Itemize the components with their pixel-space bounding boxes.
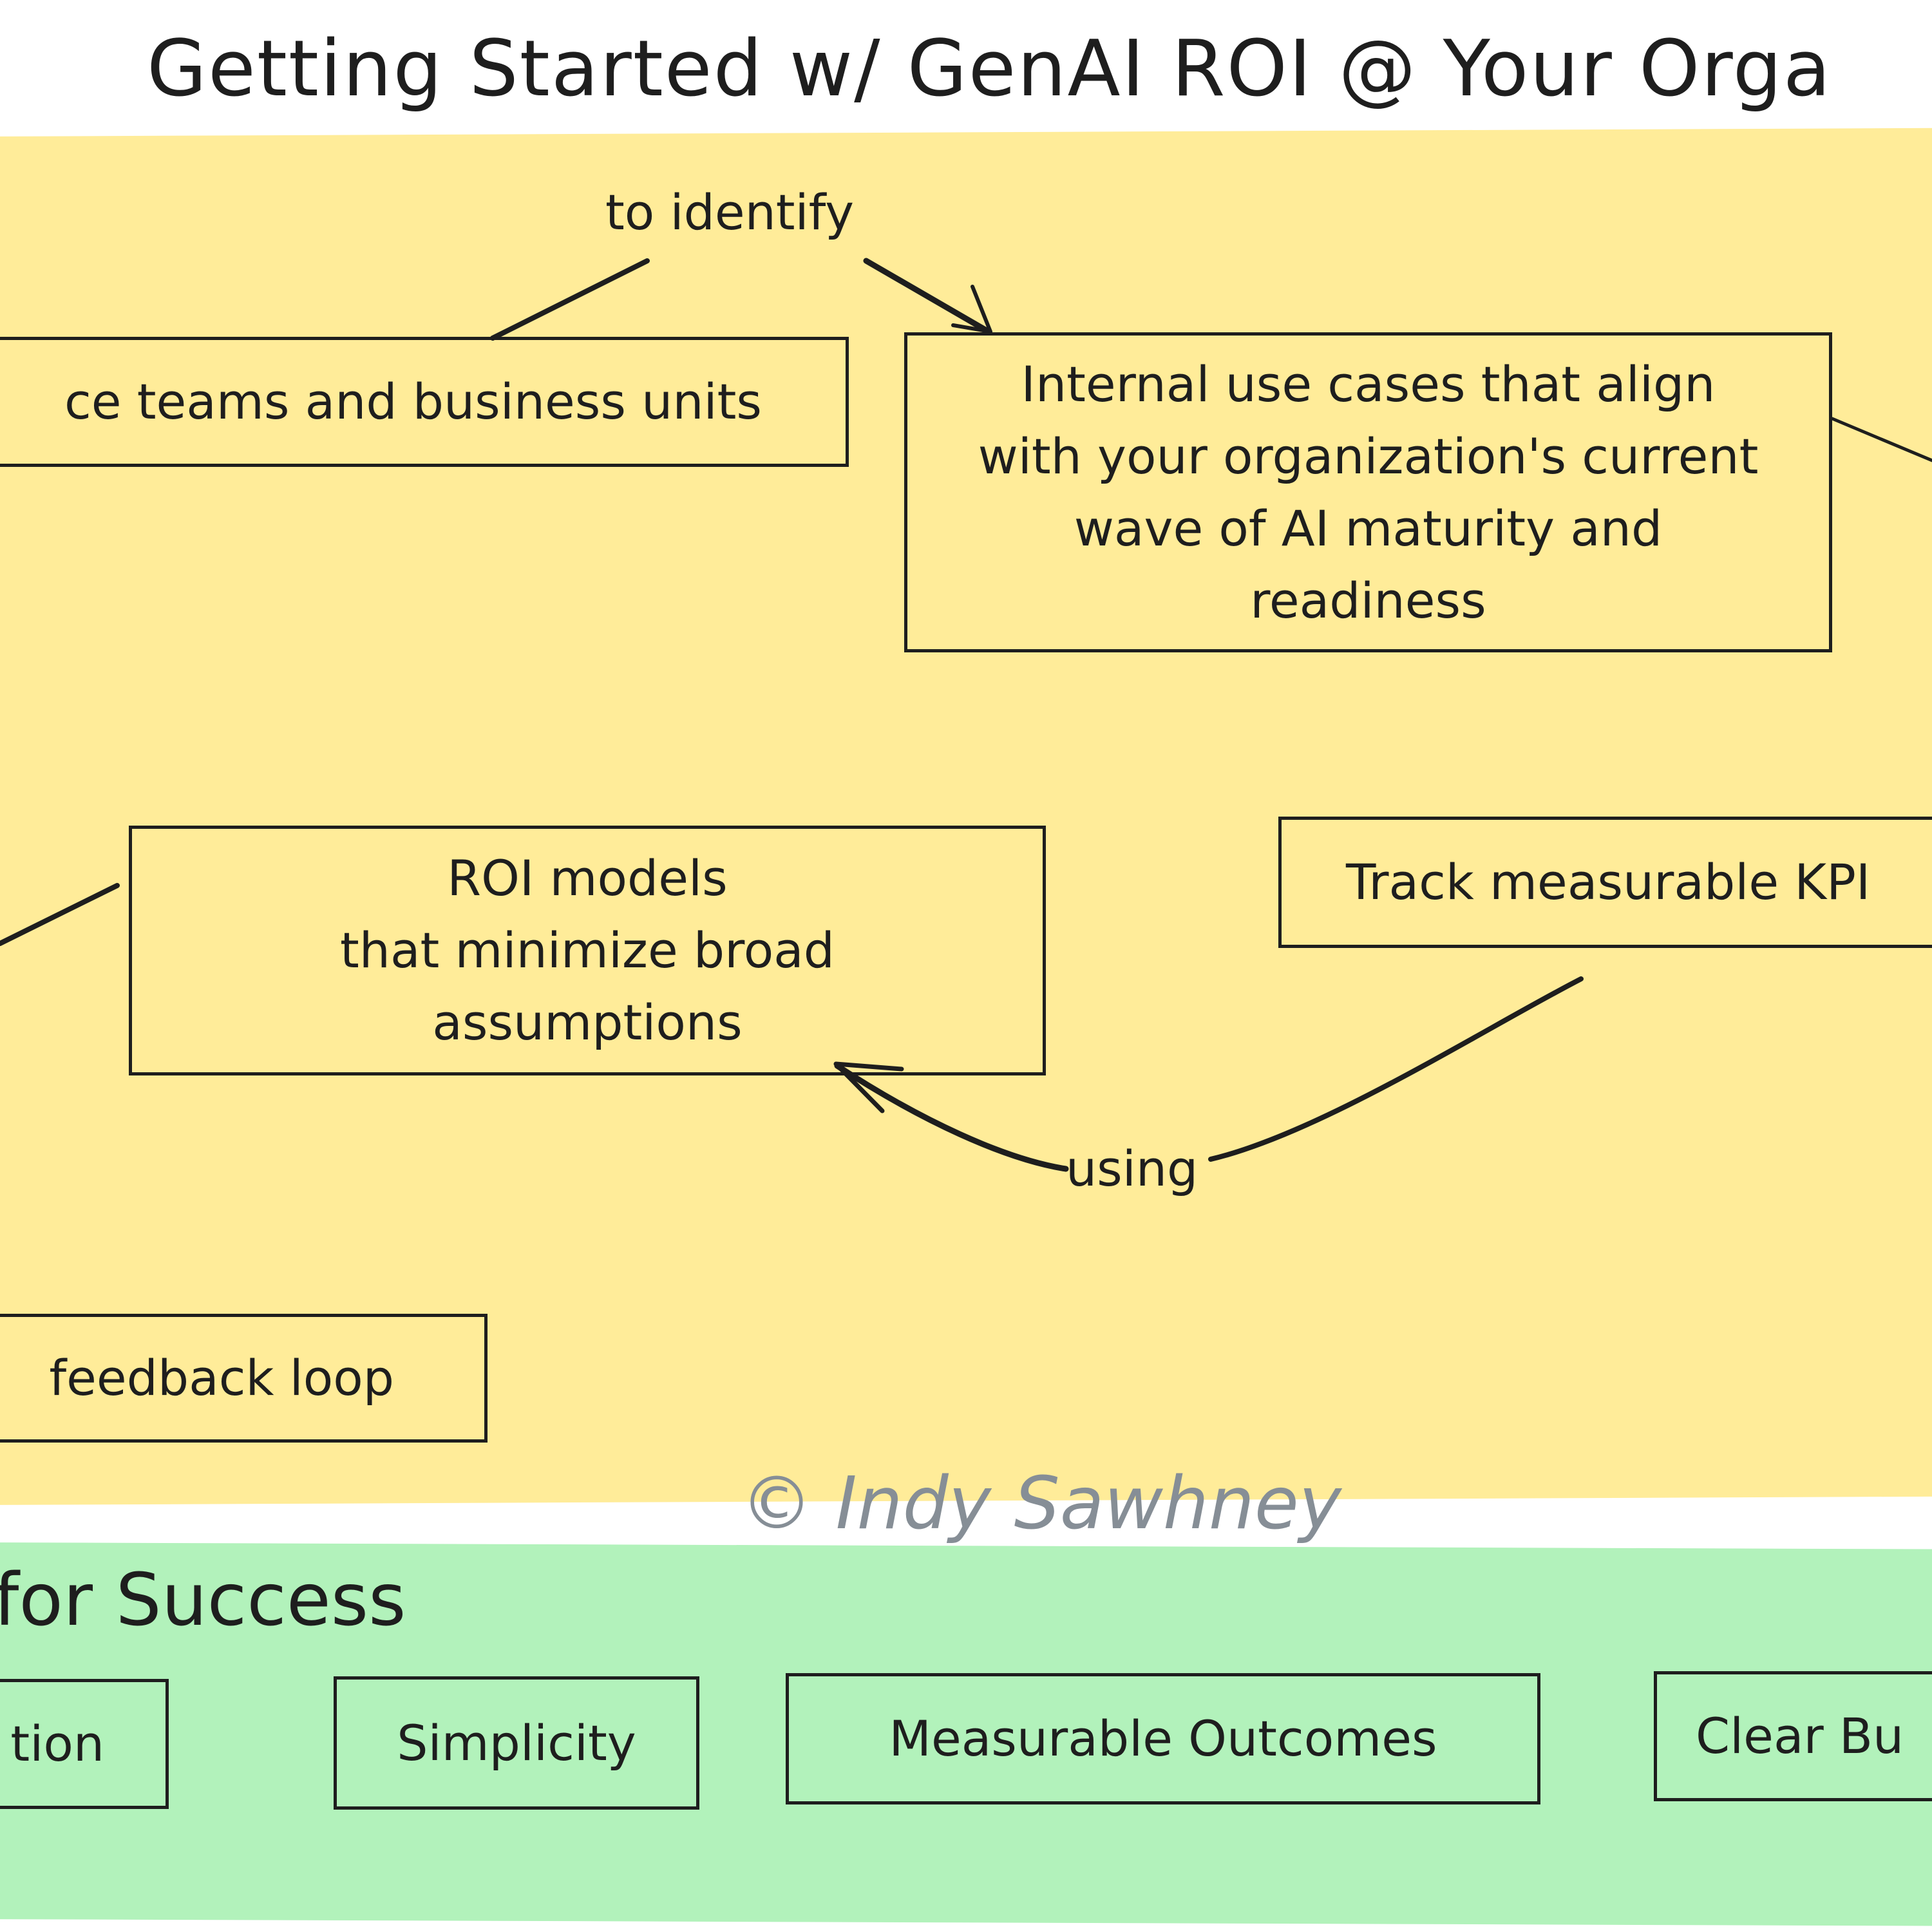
track-kpi-box-text: Track measurable KPI xyxy=(1346,853,1871,911)
connector-label-to-identify: to identify xyxy=(605,184,855,241)
success-item-box[interactable]: Clear Bu xyxy=(1654,1671,1932,1801)
use-cases-box-text: Internal use cases that align with your … xyxy=(978,355,1759,629)
teams-box-text: ce teams and business units xyxy=(64,373,762,430)
success-item-text: Simplicity xyxy=(397,1714,636,1772)
success-item-text: Measurable Outcomes xyxy=(889,1710,1437,1767)
success-item-box[interactable]: Measurable Outcomes xyxy=(786,1673,1540,1804)
copyright-watermark: © Indy Sawhney xyxy=(741,1462,1342,1546)
feedback-loop-box[interactable]: feedback loop xyxy=(0,1314,488,1443)
feedback-loop-box-text: feedback loop xyxy=(49,1349,394,1406)
success-item-box[interactable]: tion xyxy=(0,1679,169,1809)
success-item-box[interactable]: Simplicity xyxy=(334,1676,699,1810)
roi-models-box[interactable]: ROI models that minimize broad assumptio… xyxy=(129,826,1046,1075)
success-item-text: Clear Bu xyxy=(1696,1707,1904,1765)
roi-models-box-text: ROI models that minimize broad assumptio… xyxy=(339,849,835,1051)
page-title: Getting Started w/ GenAI ROI @ Your Orga xyxy=(147,24,1832,114)
connector-label-using: using xyxy=(1066,1140,1198,1197)
teams-box[interactable]: ce teams and business units xyxy=(0,337,849,467)
track-kpi-box[interactable]: Track measurable KPI xyxy=(1278,817,1932,948)
use-cases-box[interactable]: Internal use cases that align with your … xyxy=(904,332,1832,652)
success-item-text: tion xyxy=(10,1715,104,1772)
success-section-heading: for Success xyxy=(0,1558,406,1642)
